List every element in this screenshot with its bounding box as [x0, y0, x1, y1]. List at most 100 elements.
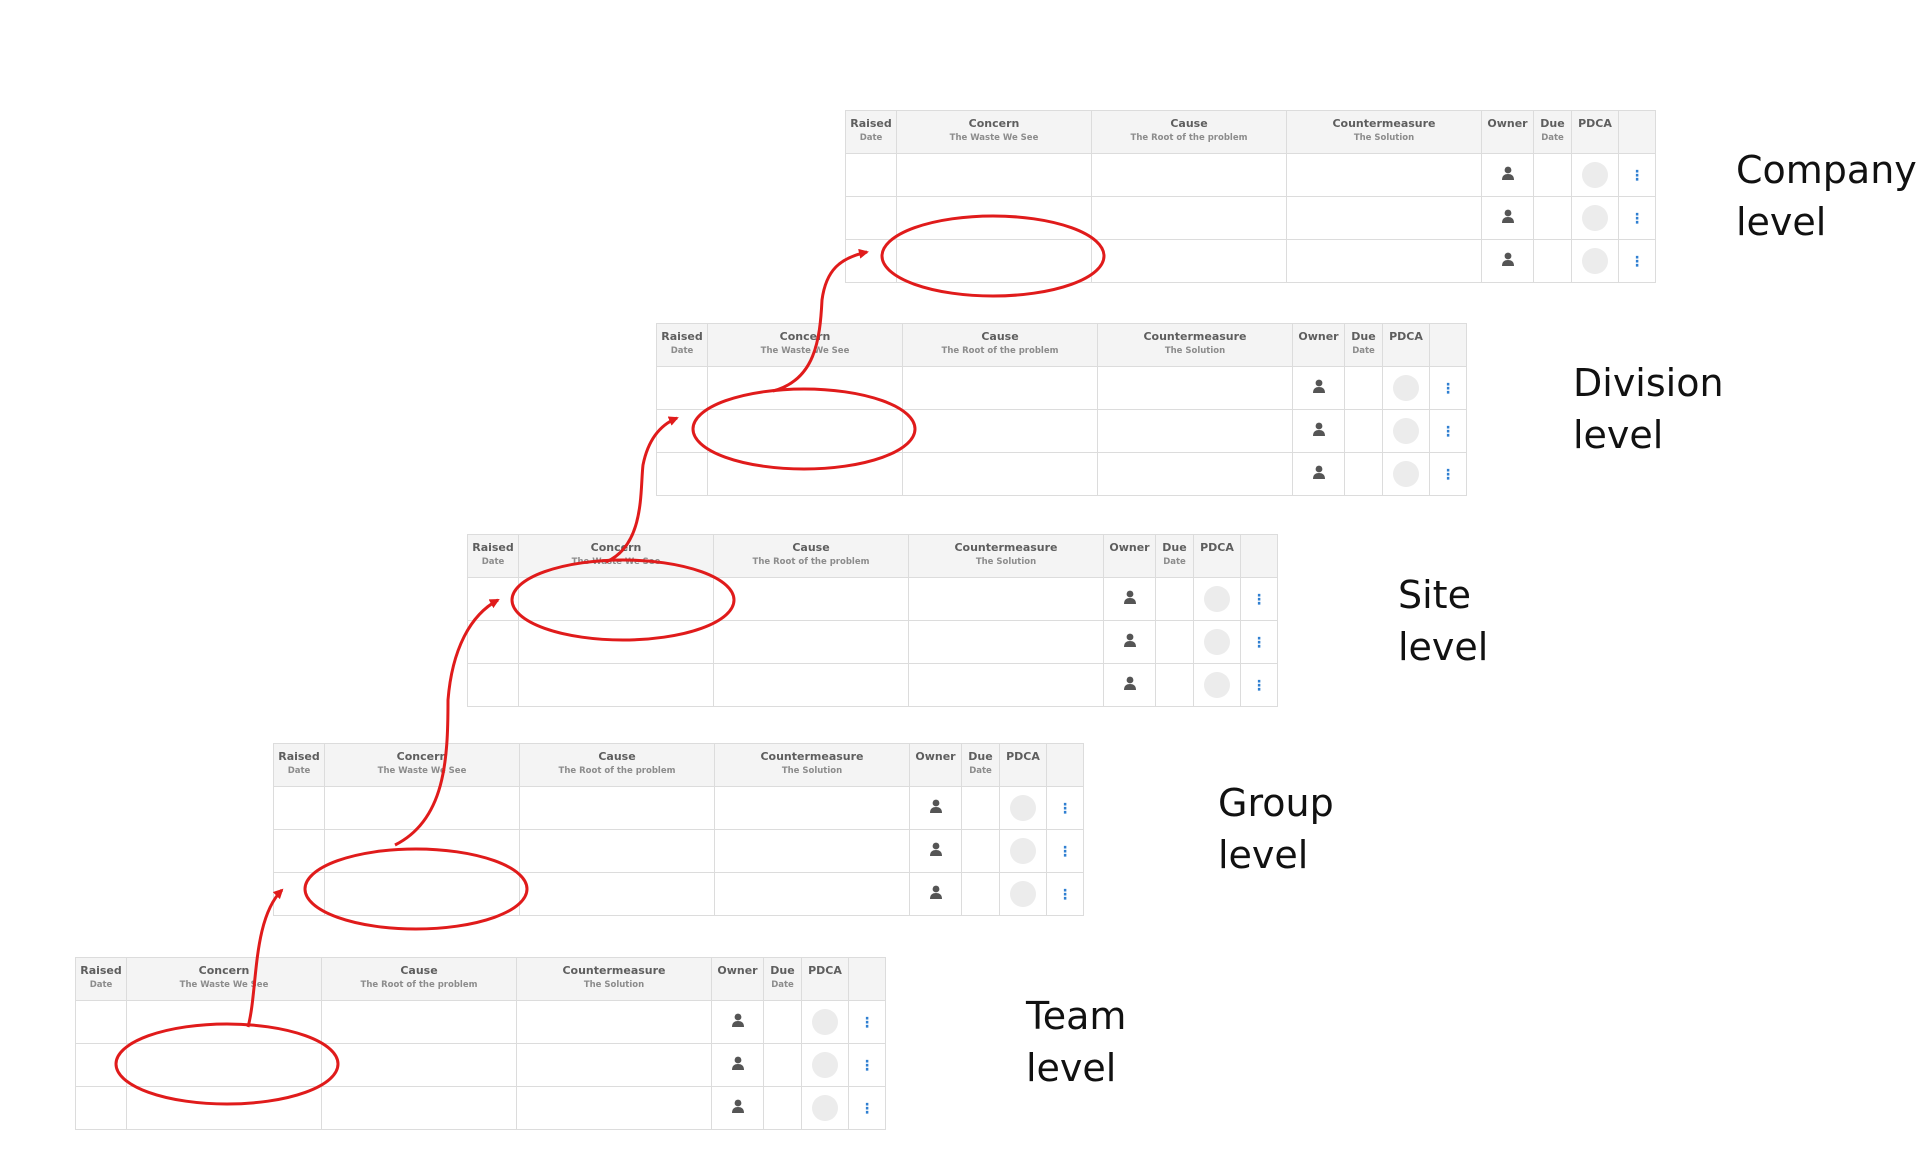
row-menu-cell: ⋮ — [1429, 366, 1467, 410]
pdca-status-circle[interactable] — [1010, 838, 1036, 864]
person-icon[interactable] — [1500, 251, 1516, 271]
table-cell — [908, 663, 1104, 707]
column-subtitle: Date — [1541, 133, 1564, 143]
pdca-status-circle[interactable] — [812, 1009, 838, 1035]
person-icon[interactable] — [928, 841, 944, 861]
table-cell — [902, 366, 1098, 410]
table-cell — [896, 153, 1092, 197]
table-body: ⋮ ⋮ ⋮ — [656, 366, 1467, 496]
table-cell — [516, 1086, 712, 1130]
table-cell — [713, 620, 909, 664]
column-title: Cause — [598, 750, 636, 763]
table-cell — [1091, 196, 1287, 240]
more-options-icon[interactable]: ⋮ — [1058, 887, 1072, 903]
pdca-status-circle[interactable] — [812, 1095, 838, 1121]
more-options-icon[interactable]: ⋮ — [1252, 635, 1266, 651]
table-cell — [902, 452, 1098, 496]
person-icon[interactable] — [1122, 675, 1138, 695]
table-cell — [908, 620, 1104, 664]
pdca-status-circle[interactable] — [812, 1052, 838, 1078]
more-options-icon[interactable]: ⋮ — [1441, 424, 1455, 440]
column-title: Raised — [278, 750, 320, 763]
column-subtitle: The Solution — [583, 980, 645, 990]
pdca-status-circle[interactable] — [1204, 672, 1230, 698]
owner-cell — [1481, 239, 1534, 283]
column-title: Due — [770, 964, 795, 977]
more-options-icon[interactable]: ⋮ — [1630, 211, 1644, 227]
more-options-icon[interactable]: ⋮ — [1058, 844, 1072, 860]
person-icon[interactable] — [928, 884, 944, 904]
table-cell — [273, 786, 325, 830]
column-title: Raised — [472, 541, 514, 554]
table-row: ⋮ — [845, 239, 1656, 283]
table-row: ⋮ — [656, 452, 1467, 496]
person-icon[interactable] — [928, 798, 944, 818]
pdca-status-circle[interactable] — [1010, 881, 1036, 907]
table-cell — [1533, 153, 1572, 197]
row-menu-cell: ⋮ — [1429, 452, 1467, 496]
column-subtitle: The Waste We See — [377, 766, 467, 776]
person-icon[interactable] — [1311, 464, 1327, 484]
column-title: Due — [1540, 117, 1565, 130]
person-icon[interactable] — [730, 1098, 746, 1118]
pdca-cell — [1382, 409, 1430, 453]
pdca-status-circle[interactable] — [1010, 795, 1036, 821]
table-cell — [321, 1086, 517, 1130]
more-options-icon[interactable]: ⋮ — [1252, 678, 1266, 694]
table-cell — [126, 1043, 322, 1087]
more-options-icon[interactable]: ⋮ — [860, 1058, 874, 1074]
table-row: ⋮ — [75, 1086, 886, 1130]
pdca-cell — [1571, 196, 1619, 240]
table-cell — [1155, 620, 1194, 664]
more-options-icon[interactable]: ⋮ — [1630, 168, 1644, 184]
row-menu-cell: ⋮ — [1046, 786, 1084, 830]
person-icon[interactable] — [730, 1012, 746, 1032]
pdca-status-circle[interactable] — [1393, 418, 1419, 444]
column-title: Owner — [915, 750, 956, 763]
pdca-status-circle[interactable] — [1204, 586, 1230, 612]
column-subtitle: The Waste We See — [949, 133, 1039, 143]
person-icon[interactable] — [1311, 421, 1327, 441]
column-header — [1046, 743, 1084, 787]
column-title: Cause — [400, 964, 438, 977]
pdca-status-circle[interactable] — [1582, 162, 1608, 188]
person-icon[interactable] — [1500, 165, 1516, 185]
table-cell — [713, 577, 909, 621]
table-row: ⋮ — [845, 196, 1656, 240]
table-cell — [519, 829, 715, 873]
more-options-icon[interactable]: ⋮ — [860, 1101, 874, 1117]
column-title: Owner — [717, 964, 758, 977]
pdca-status-circle[interactable] — [1582, 205, 1608, 231]
more-options-icon[interactable]: ⋮ — [1630, 254, 1644, 270]
table-row: ⋮ — [467, 663, 1278, 707]
more-options-icon[interactable]: ⋮ — [1441, 381, 1455, 397]
column-title: Countermeasure — [562, 964, 666, 977]
pdca-status-circle[interactable] — [1393, 461, 1419, 487]
person-icon[interactable] — [1122, 632, 1138, 652]
person-icon[interactable] — [1122, 589, 1138, 609]
table-cell — [518, 577, 714, 621]
table-body: ⋮ ⋮ ⋮ — [273, 786, 1084, 916]
person-icon[interactable] — [1311, 378, 1327, 398]
person-icon[interactable] — [730, 1055, 746, 1075]
more-options-icon[interactable]: ⋮ — [1441, 467, 1455, 483]
more-options-icon[interactable]: ⋮ — [860, 1015, 874, 1031]
pdca-status-circle[interactable] — [1582, 248, 1608, 274]
table-cell — [1091, 153, 1287, 197]
column-subtitle: Date — [89, 980, 113, 990]
more-options-icon[interactable]: ⋮ — [1252, 592, 1266, 608]
person-icon[interactable] — [1500, 208, 1516, 228]
column-subtitle: Date — [670, 346, 694, 356]
table-cell — [519, 786, 715, 830]
more-options-icon[interactable]: ⋮ — [1058, 801, 1072, 817]
pdca-status-circle[interactable] — [1393, 375, 1419, 401]
table-cell — [902, 409, 1098, 453]
pdca-status-circle[interactable] — [1204, 629, 1230, 655]
